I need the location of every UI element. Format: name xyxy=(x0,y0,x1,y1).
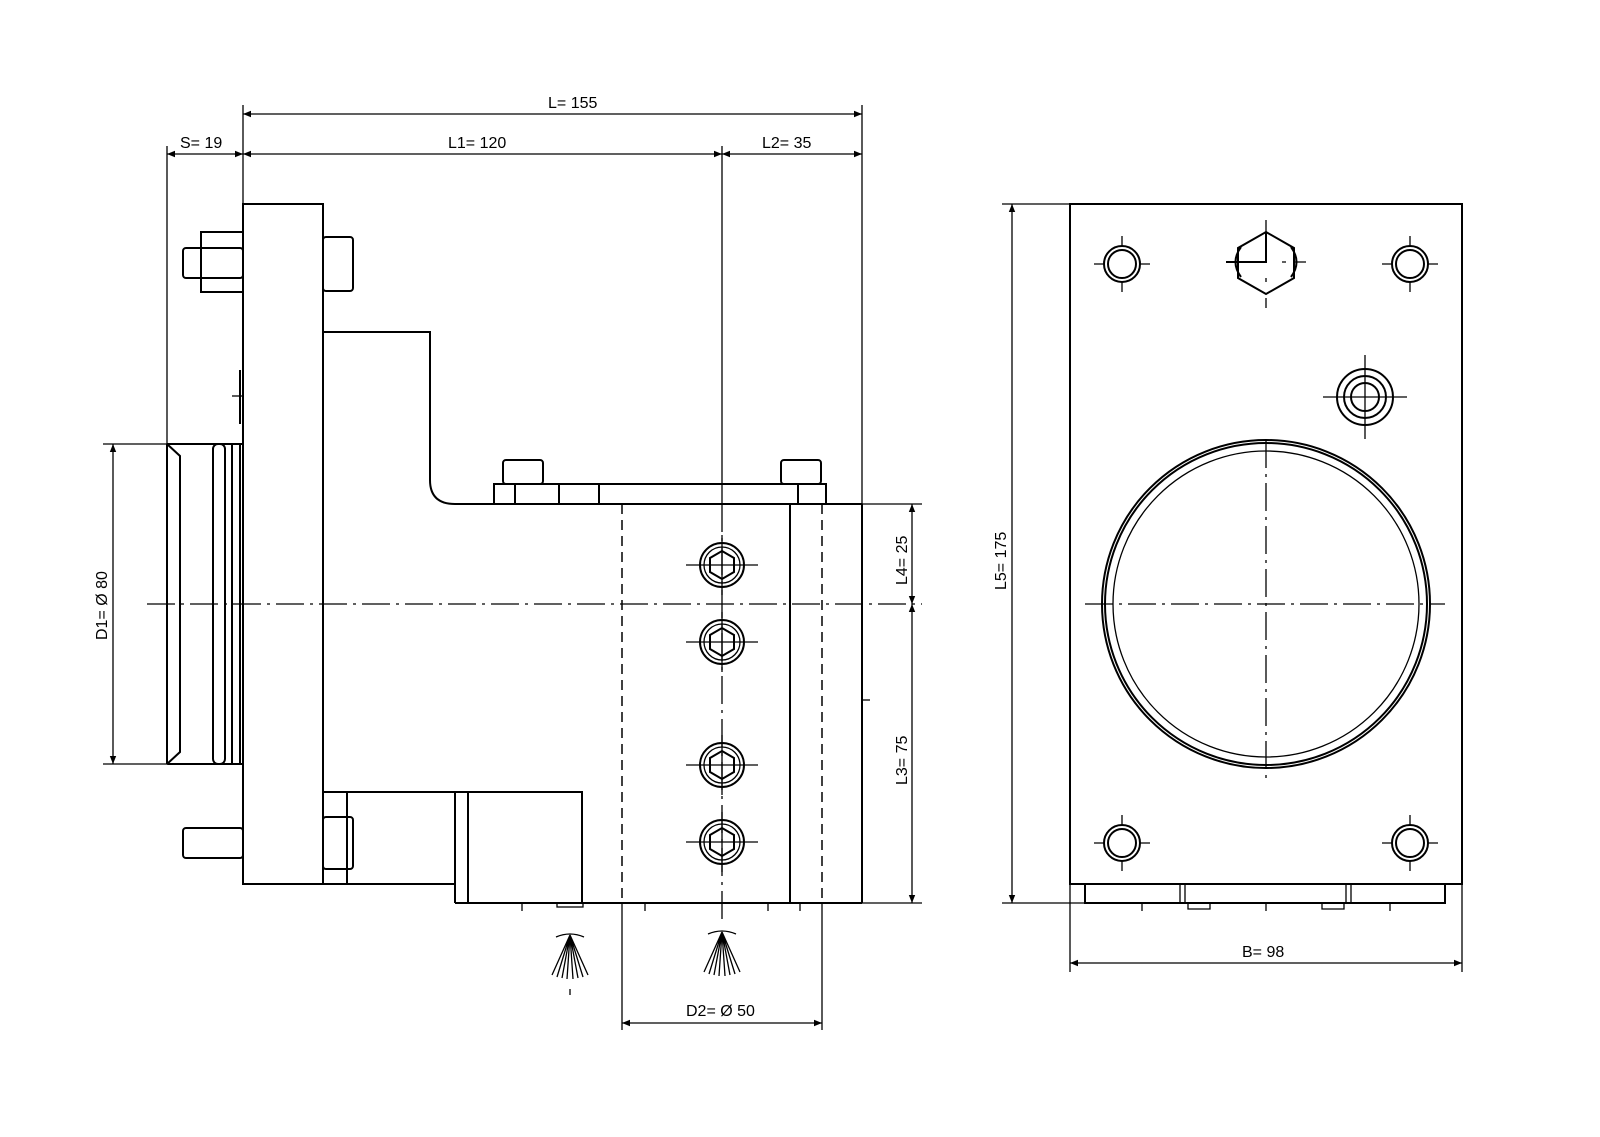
pin-top-left xyxy=(182,231,244,293)
dim-L5-label: L5= 175 xyxy=(993,532,1010,590)
dim-S-label: S= 19 xyxy=(180,135,222,152)
base-rail xyxy=(1084,884,1446,911)
hex-screw-icon xyxy=(686,735,758,795)
mounting-hole-icon xyxy=(1382,815,1438,871)
dimension-B: B= 98 xyxy=(1069,884,1463,972)
dim-L1-label: L1= 120 xyxy=(448,135,506,152)
dim-D1-label: D1= Ø 80 xyxy=(94,571,111,640)
dim-L-label: L= 155 xyxy=(548,95,597,112)
dim-D2-label: D2= Ø 50 xyxy=(686,1003,755,1020)
dimension-L: L= 155 xyxy=(242,95,863,903)
pin-bottom-left xyxy=(182,827,244,859)
body-outline xyxy=(323,331,862,505)
spigot-bore xyxy=(1085,439,1445,780)
dim-L4-label: L4= 25 xyxy=(894,536,911,585)
screws xyxy=(686,535,758,872)
front-plate xyxy=(1069,203,1463,885)
coolant-spray-icon xyxy=(703,930,741,977)
hex-screw-icon xyxy=(686,812,758,872)
dimension-D1: D1= Ø 80 xyxy=(94,443,167,765)
side-view: L= 155 S= 19 L1= 120 L2= 35 D1= Ø 80 L4=… xyxy=(94,95,922,1030)
tool-block xyxy=(454,504,870,911)
coolant-spray-icon xyxy=(551,933,589,995)
dimension-L2: L2= 35 xyxy=(722,135,862,158)
dimension-L5: L5= 175 xyxy=(993,203,1085,904)
hex-screw-icon xyxy=(686,612,758,672)
coolant-port-icon xyxy=(1323,355,1407,439)
mounting-hole-icon xyxy=(1382,236,1438,292)
dim-L3-label: L3= 75 xyxy=(894,736,911,785)
hex-plug-icon xyxy=(1226,220,1306,308)
front-view: L5= 175 B= 98 xyxy=(993,203,1463,972)
dim-B-label: B= 98 xyxy=(1242,944,1284,961)
dimension-L3: L3= 75 xyxy=(862,604,922,904)
dimension-L1: L1= 120 xyxy=(243,135,723,504)
lower-housing xyxy=(323,791,584,908)
top-plate xyxy=(493,459,827,505)
dimension-D2: D2= Ø 50 xyxy=(621,903,823,1030)
mounting-hole-icon xyxy=(1094,236,1150,292)
mounting-hole-icon xyxy=(1094,815,1150,871)
dim-L2-label: L2= 35 xyxy=(762,135,811,152)
pin-bottom-right xyxy=(322,816,354,870)
pin-top-right xyxy=(322,236,354,292)
flange-plate xyxy=(242,203,324,885)
hex-screw-icon xyxy=(686,535,758,595)
dimension-L4: L4= 25 xyxy=(862,503,922,604)
